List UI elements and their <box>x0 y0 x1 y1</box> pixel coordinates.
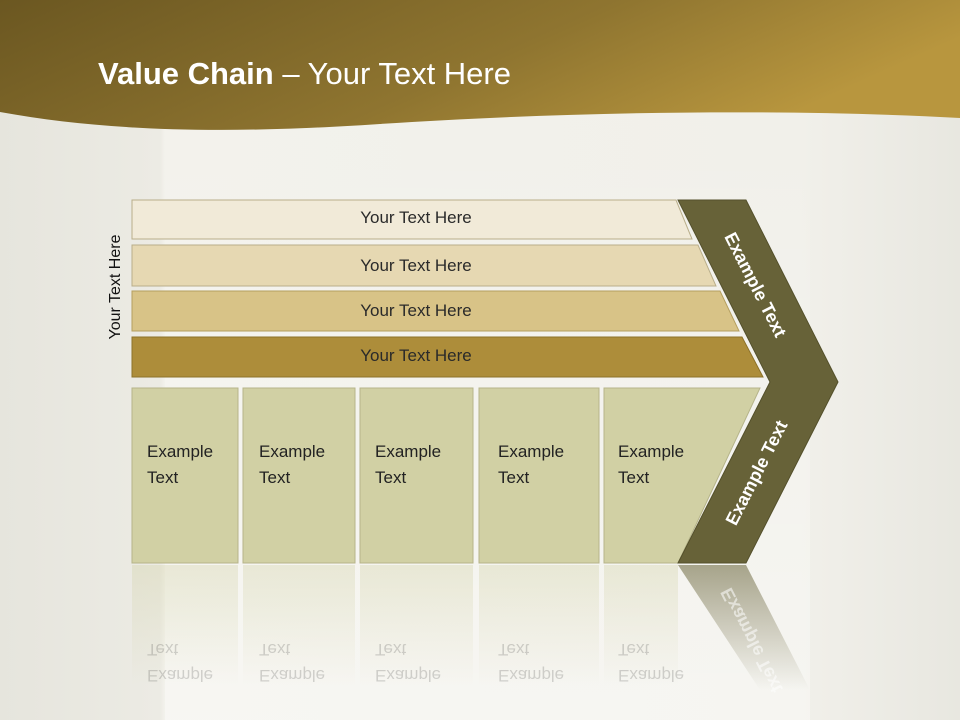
header-band <box>0 0 960 130</box>
bar-2-label: Your Text Here <box>360 256 472 275</box>
bar-4 <box>131 336 764 378</box>
slide-title: Value Chain – Your Text Here <box>98 56 511 91</box>
box-3-reflection <box>360 565 473 685</box>
box-1-reflection <box>132 565 238 685</box>
box-2 <box>242 387 356 564</box>
box-2-reflection <box>243 565 355 685</box>
bar-2 <box>131 244 717 287</box>
box-3 <box>359 387 474 564</box>
box-4-reflection <box>479 565 599 685</box>
bar-1 <box>131 199 693 240</box>
chevron-reflection <box>678 565 810 690</box>
vertical-axis-label: Your Text Here <box>107 234 124 340</box>
chevron-arrow <box>677 199 839 564</box>
box-5-reflection <box>604 565 678 685</box>
bar-3 <box>131 290 740 332</box>
box-1 <box>131 387 239 564</box>
box-4 <box>478 387 600 564</box>
bar-3-label: Your Text Here <box>360 301 472 320</box>
bar-4-label: Your Text Here <box>360 346 472 365</box>
bar-1-label: Your Text Here <box>360 208 472 227</box>
